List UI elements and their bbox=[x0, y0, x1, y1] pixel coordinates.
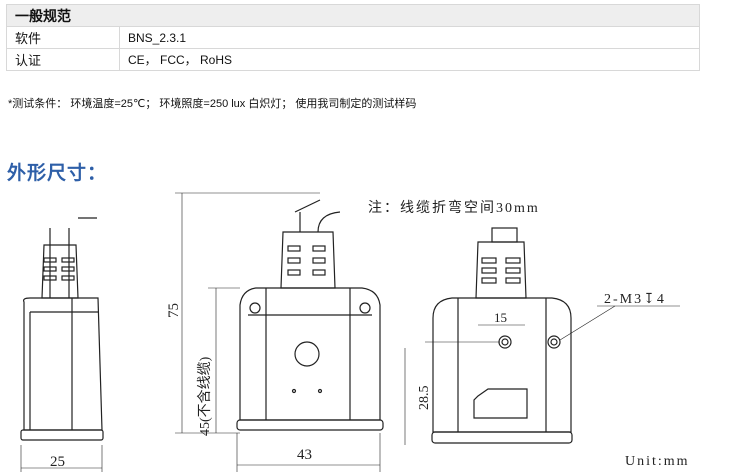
dim-front-width: 43 bbox=[297, 447, 312, 463]
test-conditions-note: *测试条件： 环境温度=25℃； 环境照度=250 lux 白炽灯； 使用我司制… bbox=[8, 98, 417, 110]
dim-hole-height: 28.5 bbox=[417, 386, 432, 411]
dim-body-height: 45(不含线缆) bbox=[197, 356, 213, 436]
spec-value: CE， FCC， RoHS bbox=[119, 48, 700, 71]
hole-callout: 2-M3↧4 bbox=[604, 292, 666, 307]
spec-key: 认证 bbox=[6, 48, 120, 71]
cable-bend-note: 注：线缆折弯空间30mm bbox=[368, 199, 540, 216]
spec-key: 软件 bbox=[6, 26, 120, 49]
dim-side-width: 25 bbox=[50, 454, 65, 470]
back-view bbox=[404, 227, 680, 445]
spec-table-header: 一般规范 bbox=[6, 4, 700, 27]
front-view bbox=[175, 192, 384, 472]
dim-hole-spacing: 15 bbox=[494, 310, 507, 325]
unit-label: Unit:mm bbox=[625, 454, 690, 469]
dim-total-height: 75 bbox=[166, 303, 182, 318]
section-title: 外形尺寸： bbox=[7, 163, 108, 184]
side-view bbox=[20, 217, 104, 472]
